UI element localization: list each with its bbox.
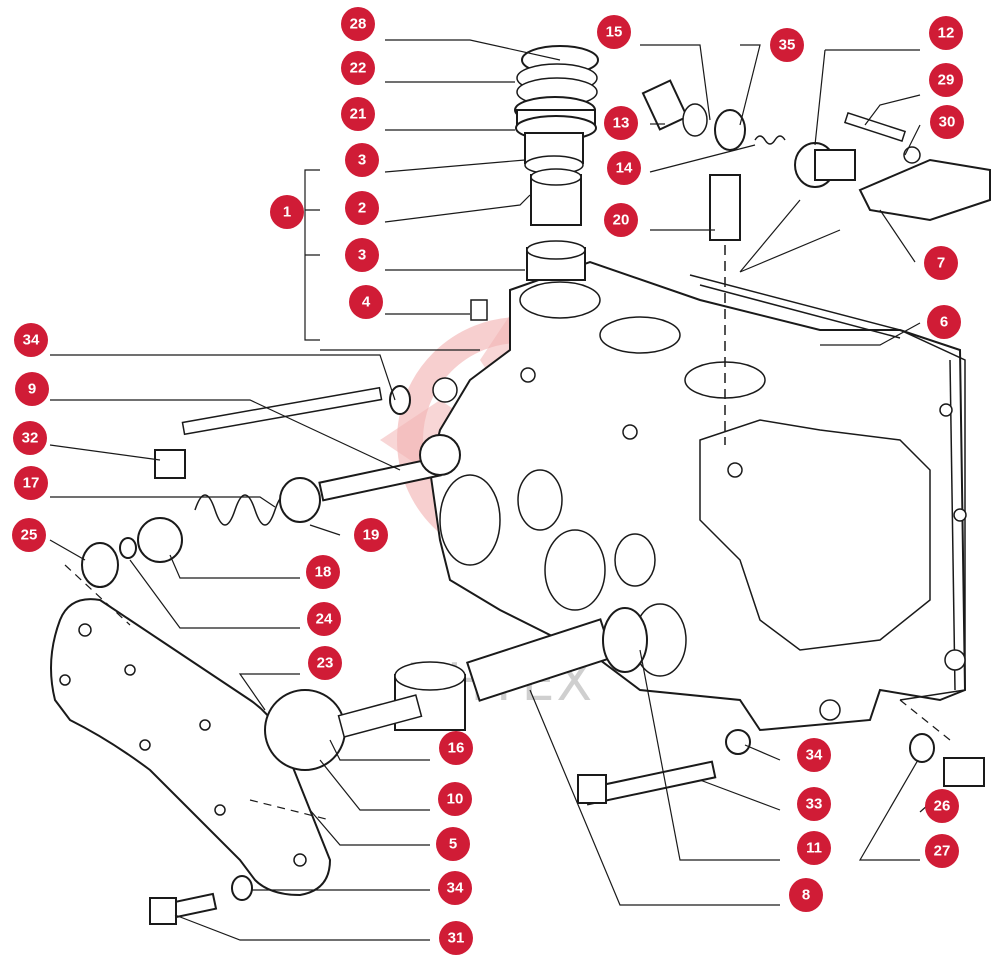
svg-text:12: 12 — [938, 25, 955, 42]
svg-text:20: 20 — [613, 212, 630, 229]
callout-badges: 28 22 21 3 2 1 3 4 34 9 32 17 25 19 18 2… — [12, 7, 964, 955]
svg-text:34: 34 — [447, 880, 464, 897]
valve-housing — [428, 260, 967, 732]
svg-text:19: 19 — [363, 527, 380, 544]
svg-text:30: 30 — [939, 114, 956, 131]
right-top-parts — [641, 79, 991, 445]
svg-text:34: 34 — [23, 332, 40, 349]
svg-text:1: 1 — [283, 204, 291, 221]
svg-text:35: 35 — [779, 37, 796, 54]
callout-6: 6 — [927, 305, 961, 339]
side-cover-plate — [50, 598, 332, 897]
svg-text:34: 34 — [806, 747, 823, 764]
svg-text:3: 3 — [358, 247, 366, 264]
callout-1: 1 — [270, 195, 304, 229]
svg-text:16: 16 — [448, 740, 465, 757]
callout-29: 29 — [929, 63, 963, 97]
callout-23: 23 — [308, 646, 342, 680]
callout-10: 10 — [438, 782, 472, 816]
callout-18: 18 — [306, 555, 340, 589]
callout-31: 31 — [439, 921, 473, 955]
callout-2: 2 — [345, 191, 379, 225]
callout-9: 9 — [15, 372, 49, 406]
svg-text:18: 18 — [315, 564, 332, 581]
callout-20: 20 — [604, 203, 638, 237]
svg-text:10: 10 — [447, 791, 464, 808]
svg-text:9: 9 — [28, 381, 36, 398]
projection-lines — [64, 199, 951, 821]
svg-text:5: 5 — [449, 836, 457, 853]
svg-text:24: 24 — [316, 611, 333, 628]
callout-4: 4 — [349, 285, 383, 319]
svg-text:2: 2 — [358, 200, 366, 217]
svg-text:32: 32 — [22, 430, 39, 447]
svg-text:26: 26 — [934, 798, 951, 815]
callout-21: 21 — [341, 97, 375, 131]
svg-text:3: 3 — [358, 152, 366, 169]
svg-text:27: 27 — [934, 843, 951, 860]
callout-13: 13 — [604, 106, 638, 140]
svg-text:14: 14 — [616, 160, 633, 177]
svg-text:21: 21 — [350, 106, 367, 123]
callout-8: 8 — [789, 878, 823, 912]
callout-25: 25 — [12, 518, 46, 552]
callout-15: 15 — [597, 15, 631, 49]
svg-text:15: 15 — [606, 24, 623, 41]
callout-34-bottom-left: 34 — [438, 871, 472, 905]
svg-text:23: 23 — [317, 655, 334, 672]
callout-11: 11 — [797, 831, 831, 865]
svg-text:8: 8 — [802, 887, 810, 904]
callout-5: 5 — [436, 827, 470, 861]
callout-16: 16 — [439, 731, 473, 765]
callout-7: 7 — [924, 246, 958, 280]
top-parts-stack — [470, 45, 599, 321]
callout-3-upper: 3 — [345, 143, 379, 177]
svg-text:29: 29 — [938, 72, 955, 89]
callout-3-lower: 3 — [345, 238, 379, 272]
callout-33: 33 — [797, 787, 831, 821]
callout-35: 35 — [770, 28, 804, 62]
svg-text:22: 22 — [350, 60, 367, 77]
svg-text:11: 11 — [806, 840, 822, 857]
left-side-parts — [81, 385, 461, 588]
callout-27: 27 — [925, 834, 959, 868]
svg-text:6: 6 — [940, 314, 948, 331]
callout-14: 14 — [607, 151, 641, 185]
svg-text:25: 25 — [21, 527, 38, 544]
callout-24: 24 — [307, 602, 341, 636]
svg-text:28: 28 — [350, 16, 367, 33]
leader-lines — [49, 39, 946, 941]
callout-32: 32 — [13, 421, 47, 455]
callout-26: 26 — [925, 789, 959, 823]
svg-text:7: 7 — [937, 255, 945, 272]
svg-text:33: 33 — [806, 796, 823, 813]
svg-text:31: 31 — [448, 930, 465, 947]
callout-19: 19 — [354, 518, 388, 552]
lower-middle-parts — [149, 607, 985, 925]
svg-text:13: 13 — [613, 115, 630, 132]
callout-30: 30 — [930, 105, 964, 139]
callout-17: 17 — [14, 466, 48, 500]
svg-text:4: 4 — [362, 294, 371, 311]
callout-28: 28 — [341, 7, 375, 41]
callout-34-right: 34 — [797, 738, 831, 772]
callout-12: 12 — [929, 16, 963, 50]
svg-text:17: 17 — [23, 475, 40, 492]
callout-22: 22 — [341, 51, 375, 85]
callout-34-top: 34 — [14, 323, 48, 357]
